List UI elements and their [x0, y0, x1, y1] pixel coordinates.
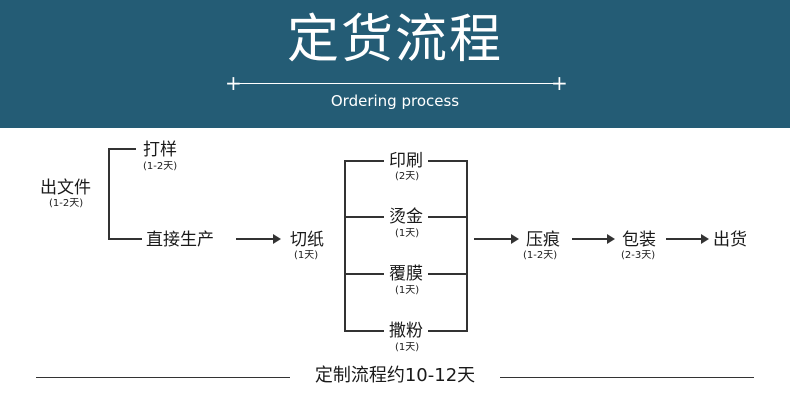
title-divider	[233, 83, 558, 84]
process-label-print: 印刷	[389, 151, 423, 171]
process-label-laminate: 覆膜	[389, 264, 423, 284]
step-label-direct: 直接生产	[146, 230, 214, 250]
step-label-sample: 打样	[143, 140, 177, 160]
step-duration-pack: (2-3天)	[621, 250, 656, 261]
process-connector	[466, 160, 468, 332]
process-duration-print: (2天)	[395, 171, 420, 182]
step-duration-cut: (1天)	[294, 250, 319, 261]
process-label-powder: 撒粉	[389, 321, 423, 341]
process-connector	[428, 330, 468, 332]
arrow-right-icon	[666, 234, 709, 244]
branch-connector	[108, 238, 142, 240]
step-duration-crease: (1-2天)	[523, 250, 558, 261]
process-connector	[344, 160, 384, 162]
process-connector	[344, 273, 384, 275]
process-duration-laminate: (1天)	[395, 285, 420, 296]
step-duration-start: (1-2天)	[49, 198, 84, 209]
arrow-right-icon	[474, 234, 519, 244]
process-duration-foil: (1天)	[395, 228, 420, 239]
step-label-start: 出文件	[40, 178, 91, 198]
process-label-foil: 烫金	[389, 207, 423, 227]
step-label-crease: 压痕	[526, 230, 560, 250]
process-duration-powder: (1天)	[395, 342, 420, 353]
arrow-right-icon	[236, 234, 281, 244]
process-connector	[344, 330, 384, 332]
process-connector	[344, 216, 384, 218]
step-label-ship: 出货	[713, 230, 747, 250]
page-subtitle: Ordering process	[330, 92, 460, 110]
process-connector	[428, 216, 468, 218]
step-label-pack: 包装	[622, 230, 656, 250]
footer-divider	[36, 377, 290, 378]
process-connector	[428, 160, 468, 162]
page-title: 定货流程	[286, 10, 503, 70]
process-connector	[344, 160, 346, 332]
step-label-cut: 切纸	[290, 230, 324, 250]
footer-note: 定制流程约10-12天	[314, 365, 476, 386]
arrow-right-icon	[572, 234, 615, 244]
footer-divider	[500, 377, 754, 378]
step-duration-sample: (1-2天)	[143, 161, 178, 172]
process-connector	[428, 273, 468, 275]
branch-connector	[108, 148, 136, 150]
branch-connector	[108, 148, 110, 240]
header-banner: 定货流程 + + Ordering process	[0, 0, 790, 128]
plus-icon: +	[551, 71, 568, 95]
